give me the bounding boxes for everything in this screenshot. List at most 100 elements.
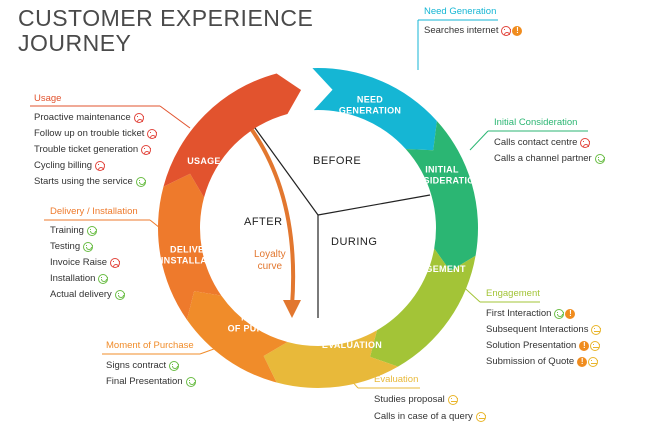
sentiment-icons (475, 411, 486, 422)
happy-face-icon (185, 376, 196, 387)
face-eyes (478, 414, 486, 416)
delivery_installation-heading: Delivery / Installation (50, 206, 138, 217)
sad-face-icon (95, 160, 106, 171)
face-mouth (593, 346, 600, 348)
divider-before-during (317, 194, 431, 216)
loyalty-arrow-head (283, 300, 301, 318)
face-eyes (101, 276, 109, 278)
face-eyes (557, 311, 565, 313)
sad-face-icon (110, 257, 121, 268)
ring-segment-delivery (158, 173, 222, 320)
usage-item: Trouble ticket generation (34, 144, 152, 155)
usage-item: Cycling billing (34, 160, 106, 171)
sentiment-icons: ! (501, 25, 523, 36)
segment-label-need-1: GENERATION (339, 106, 401, 116)
face-eyes (144, 147, 152, 149)
segment-label-initial-1: CONSIDERATION (403, 176, 482, 186)
loyalty-curve-arrow (250, 128, 296, 307)
alert-mark: ! (569, 308, 572, 318)
sentiment-icons (98, 273, 109, 284)
face-eyes (136, 115, 144, 117)
ring-segment-need (312, 68, 437, 151)
neutral-face-icon (591, 324, 602, 335)
evaluation-item-label: Studies proposal (374, 394, 445, 405)
delivery_installation-item-label: Installation (50, 273, 96, 284)
moment_of_purchase-item-label: Signs contract (106, 360, 167, 371)
engagement-item-label: Solution Presentation (486, 340, 577, 351)
face-mouth (136, 118, 143, 122)
sentiment-icons (83, 241, 94, 252)
alert-icon: ! (577, 356, 588, 367)
ring-segment-initial (405, 120, 479, 271)
segment-label-purchase-0: MOMENT (241, 313, 283, 323)
sad-face-icon (141, 144, 152, 155)
sentiment-icons (110, 257, 121, 268)
need_generation-item-label: Searches internet (424, 25, 499, 36)
leader-delivery-d (149, 219, 171, 237)
happy-face-icon (83, 241, 94, 252)
engagement-item: Submission of Quote! (486, 356, 599, 367)
delivery_installation-item: Invoice Raise (50, 257, 121, 268)
sad-face-icon (501, 25, 512, 36)
need_generation-heading: Need Generation (424, 6, 497, 17)
engagement-item-label: Subsequent Interactions (486, 324, 589, 335)
divider-before-after (254, 127, 319, 216)
leader-evaluation-d (339, 367, 359, 389)
face-eyes (117, 292, 125, 294)
face-mouth (98, 166, 105, 170)
happy-face-icon (114, 289, 125, 300)
neutral-face-icon (447, 394, 458, 405)
ring-segment-evaluation (263, 330, 398, 389)
sentiment-icons: ! (577, 356, 599, 367)
face-mouth (113, 263, 120, 267)
need_generation-item: Searches internet! (424, 25, 523, 36)
sentiment-icons (147, 128, 158, 139)
face-eyes (98, 163, 106, 165)
usage-item-label: Proactive maintenance (34, 112, 131, 123)
face-eyes (86, 244, 94, 246)
delivery_installation-item-label: Invoice Raise (50, 257, 108, 268)
sad-face-icon (580, 137, 591, 148)
face-mouth (504, 31, 511, 35)
engagement-item: Subsequent Interactions (486, 324, 602, 335)
neutral-face-icon (588, 356, 599, 367)
delivery_installation-item-label: Actual delivery (50, 289, 112, 300)
happy-face-icon (554, 308, 565, 319)
sentiment-icons (447, 394, 458, 405)
delivery_installation-item-label: Testing (50, 241, 81, 252)
usage-heading: Usage (34, 93, 62, 104)
alert-mark: ! (580, 356, 584, 366)
title-line-2: JOURNEY (18, 30, 132, 56)
face-eyes (583, 140, 591, 142)
engagement-item-label: First Interaction (486, 308, 552, 319)
usage-item: Starts using the service (34, 176, 146, 187)
delivery_installation-item: Training (50, 225, 97, 236)
initial_consideration-item-label: Calls a channel partner (494, 153, 592, 164)
evaluation-heading: Evaluation (374, 374, 419, 385)
segment-label-delivery-1: INSTALLATION (161, 256, 229, 266)
phase-during: DURING (331, 236, 378, 248)
face-eyes (150, 131, 158, 133)
moment_of_purchase-item: Final Presentation (106, 376, 196, 387)
face-eyes (450, 397, 458, 399)
happy-face-icon (135, 176, 146, 187)
moment_of_purchase-item-label: Final Presentation (106, 376, 183, 387)
happy-face-icon (169, 360, 180, 371)
usage-item-label: Trouble ticket generation (34, 144, 139, 155)
engagement-item-label: Submission of Quote (486, 356, 575, 367)
initial_consideration-item: Calls a channel partner (494, 153, 605, 164)
sentiment-icons: ! (579, 340, 601, 351)
ring-segment-usage (163, 73, 302, 198)
alert-icon: ! (579, 340, 590, 351)
usage-item: Follow up on trouble ticket (34, 128, 158, 139)
evaluation-item: Calls in case of a query (374, 411, 486, 422)
sentiment-icons (114, 289, 125, 300)
loyalty-line-1: Loyalty (254, 249, 286, 260)
usage-item-label: Follow up on trouble ticket (34, 128, 145, 139)
usage-item-label: Cycling billing (34, 160, 93, 171)
sentiment-icons (591, 324, 602, 335)
face-mouth (150, 134, 157, 138)
segment-label-need-0: NEED (357, 95, 383, 105)
face-mouth (583, 143, 590, 147)
face-eyes (113, 260, 121, 262)
